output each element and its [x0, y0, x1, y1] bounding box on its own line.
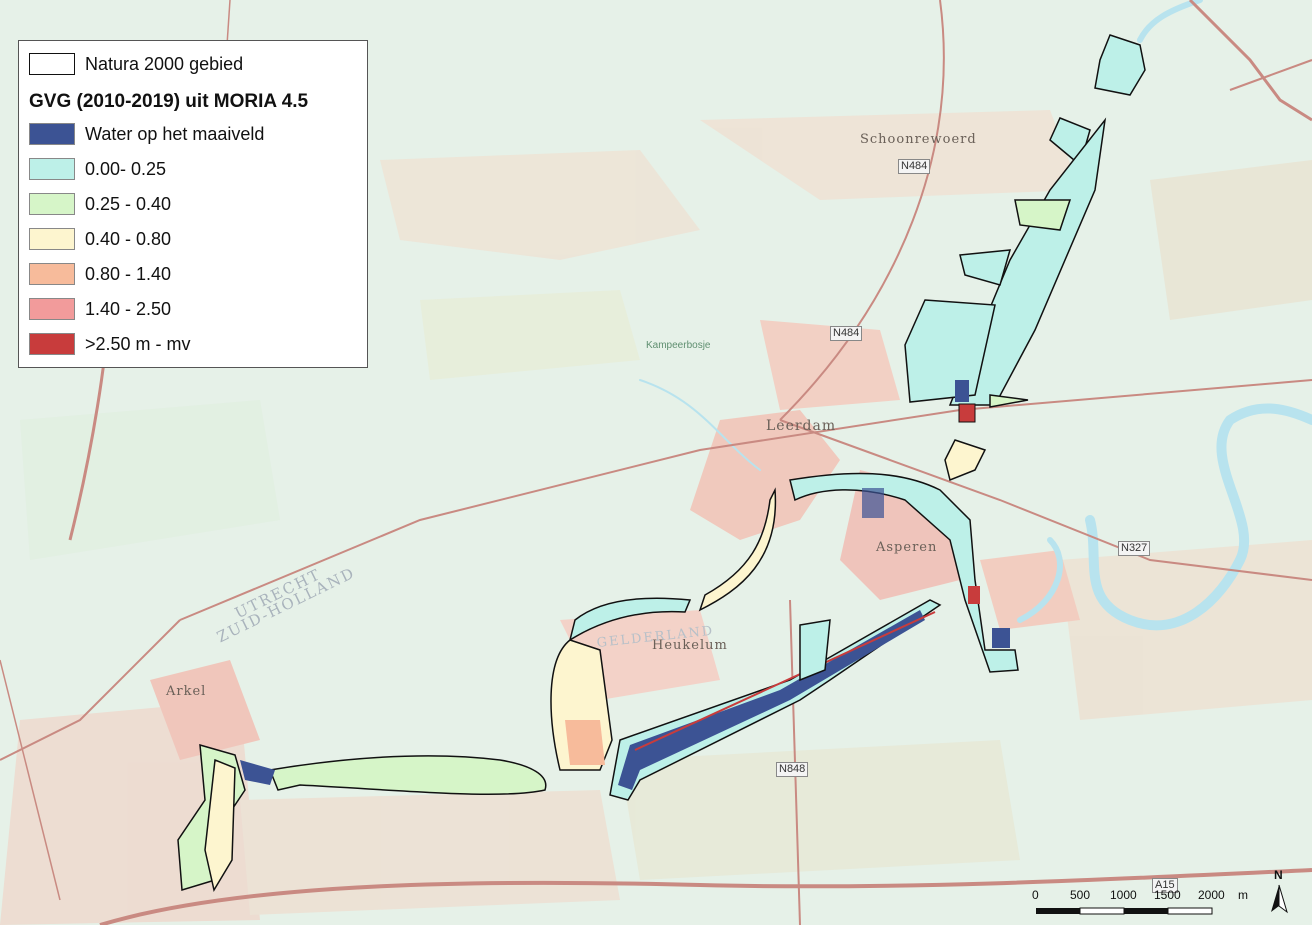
- legend-row-class-5: 1.40 - 2.50: [29, 296, 171, 322]
- place-label-heukelum: Heukelum: [652, 638, 728, 653]
- place-label-schoonrewoerd: Schoonrewoerd: [860, 132, 977, 147]
- scale-bar: [1036, 907, 1213, 915]
- legend-row-class-2: 0.25 - 0.40: [29, 191, 171, 217]
- legend-label-class-3: 0.40 - 0.80: [85, 228, 172, 249]
- legend-row-class-4: 0.80 - 1.40: [29, 261, 171, 287]
- legend-row-class-3: 0.40 - 0.80: [29, 226, 171, 252]
- place-label-kampeerbosje: Kampeerbosje: [646, 340, 711, 351]
- road-shield-a15: A15: [1152, 878, 1178, 893]
- legend-label-class-6: >2.50 m - mv: [85, 333, 191, 354]
- place-label-arkel: Arkel: [166, 684, 207, 699]
- legend-swatch-class-5: [29, 298, 75, 320]
- legend-row-class-0: Water op het maaiveld: [29, 121, 264, 147]
- legend-label-class-4: 0.80 - 1.40: [85, 263, 172, 284]
- map-legend: Natura 2000 gebied GVG (2010-2019) uit M…: [18, 40, 368, 368]
- legend-swatch-class-4: [29, 263, 75, 285]
- legend-swatch-class-1: [29, 158, 75, 180]
- legend-label-class-2: 0.25 - 0.40: [85, 193, 172, 214]
- legend-row-boundary: Natura 2000 gebied: [29, 51, 243, 77]
- scale-tick-0: 0: [1032, 888, 1039, 902]
- legend-row-class-6: >2.50 m - mv: [29, 331, 191, 357]
- legend-label-class-5: 1.40 - 2.50: [85, 298, 172, 319]
- legend-label-class-0: Water op het maaiveld: [85, 123, 265, 144]
- scale-tick-1500: 1500: [1154, 888, 1181, 902]
- north-label: N: [1274, 868, 1283, 882]
- road-shield-n848: N848: [776, 762, 809, 777]
- place-label-asperen: Asperen: [876, 540, 938, 555]
- legend-label-class-1: 0.00- 0.25: [85, 158, 167, 179]
- north-arrow-icon: [1271, 884, 1288, 914]
- legend-swatch-boundary: [29, 53, 75, 75]
- scale-unit: m: [1238, 888, 1248, 902]
- scale-tick-2000: 2000: [1198, 888, 1225, 902]
- legend-row-class-1: 0.00- 0.25: [29, 156, 166, 182]
- road-shield-n484-mid: N484: [830, 326, 863, 341]
- scale-tick-1000: 1000: [1110, 888, 1137, 902]
- legend-swatch-class-3: [29, 228, 75, 250]
- legend-swatch-class-2: [29, 193, 75, 215]
- legend-swatch-class-0: [29, 123, 75, 145]
- road-shield-n327: N327: [1118, 541, 1151, 556]
- scale-tick-500: 500: [1070, 888, 1091, 902]
- legend-title: GVG (2010-2019) uit MORIA 4.5: [29, 91, 309, 112]
- place-label-leerdam: Leerdam: [766, 418, 837, 434]
- road-shield-n484-north: N484: [898, 159, 931, 174]
- natura-2000-areas[interactable]: [177, 34, 1146, 892]
- scale-bar-labels: 0 500 1000 1500 2000 m: [1030, 888, 1280, 923]
- legend-swatch-class-6: [29, 333, 75, 355]
- legend-label-boundary: Natura 2000 gebied: [85, 53, 244, 74]
